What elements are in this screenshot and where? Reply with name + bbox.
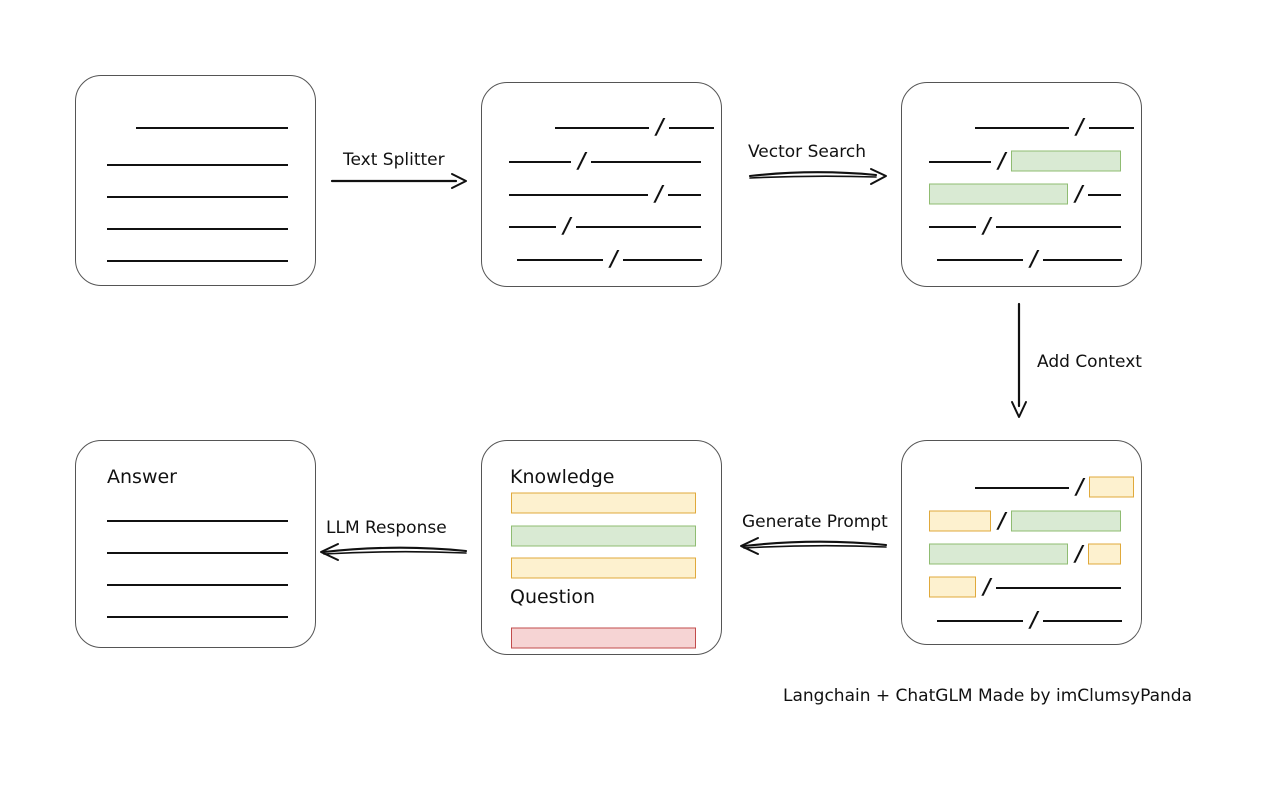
- arrow-vector-search: Vector Search: [748, 142, 888, 190]
- text-line: [107, 552, 288, 554]
- card-prompt[interactable]: Knowledge Question: [481, 440, 722, 655]
- text-line: [669, 127, 714, 129]
- text-line: [107, 228, 288, 230]
- arrow-vector-search-label: Vector Search: [748, 142, 866, 162]
- chunk-separator-slash: /: [983, 573, 991, 599]
- answer-label: Answer: [107, 466, 177, 488]
- card-answer-body: [107, 441, 288, 647]
- yellow-highlight-chip: [1088, 543, 1121, 565]
- chunk-separator-slash: /: [1075, 180, 1083, 206]
- text-line: [509, 226, 556, 228]
- card-split-chunks-body: / / / / /: [509, 83, 714, 286]
- card-split-chunks[interactable]: / / / / /: [481, 82, 722, 287]
- text-line: [107, 520, 288, 522]
- text-line: [623, 259, 702, 261]
- green-highlight-chip: [511, 525, 696, 547]
- arrow-add-context-shape: [1011, 302, 1027, 418]
- yellow-highlight-chip: [929, 510, 991, 532]
- arrow-text-splitter: Text Splitter: [330, 150, 467, 195]
- green-highlight-chip: [929, 183, 1068, 205]
- arrow-llm-response-label: LLM Response: [326, 518, 447, 538]
- chunk-separator-slash: /: [1030, 606, 1038, 632]
- text-line: [1043, 259, 1122, 261]
- red-highlight-chip: [511, 627, 696, 649]
- text-line: [937, 620, 1023, 622]
- green-highlight-chip: [929, 543, 1068, 565]
- text-line: [509, 161, 571, 163]
- text-line: [107, 164, 288, 166]
- chunk-separator-slash: /: [610, 245, 618, 271]
- text-line: [929, 161, 991, 163]
- chunk-separator-slash: /: [655, 180, 663, 206]
- arrow-add-context: Add Context: [1000, 300, 1160, 420]
- text-line: [107, 196, 288, 198]
- chunk-separator-slash: /: [563, 212, 571, 238]
- yellow-highlight-chip: [511, 557, 696, 579]
- text-line: [107, 584, 288, 586]
- text-line: [937, 259, 1023, 261]
- prompt-knowledge-label: Knowledge: [510, 466, 615, 488]
- chunk-separator-slash: /: [1075, 540, 1083, 566]
- card-source-document-body: [107, 76, 288, 285]
- chunk-separator-slash: /: [578, 147, 586, 173]
- text-line: [668, 194, 701, 196]
- yellow-highlight-chip: [929, 576, 976, 598]
- arrow-llm-response: LLM Response: [318, 518, 468, 566]
- chunk-separator-slash: /: [1030, 245, 1038, 271]
- text-line: [975, 487, 1069, 489]
- text-line: [591, 161, 701, 163]
- card-context-added-body: / / / / /: [929, 441, 1134, 644]
- text-line: [996, 226, 1121, 228]
- card-prompt-body: [511, 441, 696, 654]
- green-highlight-chip: [1011, 510, 1121, 532]
- text-line: [107, 260, 288, 262]
- text-line: [996, 587, 1121, 589]
- chunk-separator-slash: /: [1076, 113, 1084, 139]
- arrow-generate-prompt-shape: [740, 537, 888, 555]
- yellow-highlight-chip: [511, 492, 696, 514]
- arrow-text-splitter-label: Text Splitter: [343, 150, 445, 170]
- arrow-vector-search-shape: [748, 168, 887, 185]
- card-vector-matches[interactable]: / / / / /: [901, 82, 1142, 287]
- arrow-llm-response-shape: [320, 543, 468, 561]
- prompt-question-label: Question: [510, 586, 595, 608]
- text-line: [517, 259, 603, 261]
- text-line: [107, 616, 288, 618]
- arrow-add-context-label: Add Context: [1037, 352, 1142, 372]
- arrow-generate-prompt: Generate Prompt: [738, 512, 888, 560]
- text-line: [1089, 127, 1134, 129]
- text-line: [1088, 194, 1121, 196]
- yellow-highlight-chip: [1089, 476, 1134, 498]
- text-line: [509, 194, 648, 196]
- green-highlight-chip: [1011, 150, 1121, 172]
- chunk-separator-slash: /: [983, 212, 991, 238]
- card-vector-matches-body: / / / / /: [929, 83, 1134, 286]
- arrow-generate-prompt-label: Generate Prompt: [742, 512, 888, 532]
- chunk-separator-slash: /: [998, 507, 1006, 533]
- footer-credit: Langchain + ChatGLM Made by imClumsyPand…: [783, 686, 1192, 706]
- text-line: [136, 127, 288, 129]
- chunk-separator-slash: /: [1076, 473, 1084, 499]
- text-line: [555, 127, 649, 129]
- text-line: [929, 226, 976, 228]
- card-source-document[interactable]: [75, 75, 316, 286]
- card-answer[interactable]: Answer: [75, 440, 316, 648]
- text-line: [576, 226, 701, 228]
- chunk-separator-slash: /: [656, 113, 664, 139]
- arrow-text-splitter-shape: [330, 173, 467, 189]
- text-line: [975, 127, 1069, 129]
- text-line: [1043, 620, 1122, 622]
- card-context-added[interactable]: / / / / /: [901, 440, 1142, 645]
- chunk-separator-slash: /: [998, 147, 1006, 173]
